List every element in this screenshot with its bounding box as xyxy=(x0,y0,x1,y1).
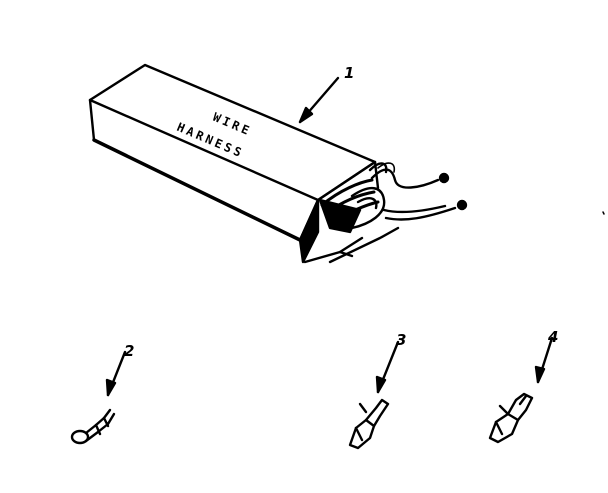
box-label-line1: WIRE xyxy=(211,110,254,139)
callout-3-leader xyxy=(375,340,400,394)
callout-number-1: 1 xyxy=(344,64,354,82)
callout-number-3: 3 xyxy=(396,331,406,349)
callout-4-leader xyxy=(534,336,554,384)
callout-number-2: 2 xyxy=(124,342,134,360)
callout-number-4: 4 xyxy=(547,328,558,346)
callout-2-leader xyxy=(105,350,127,397)
stray-mark xyxy=(602,211,605,215)
callout-1-leader xyxy=(298,76,340,124)
spade-terminal-part xyxy=(348,398,390,450)
wire-harness-box xyxy=(88,63,468,264)
female-terminal-part xyxy=(488,392,534,444)
ring-terminal-part xyxy=(70,408,116,445)
